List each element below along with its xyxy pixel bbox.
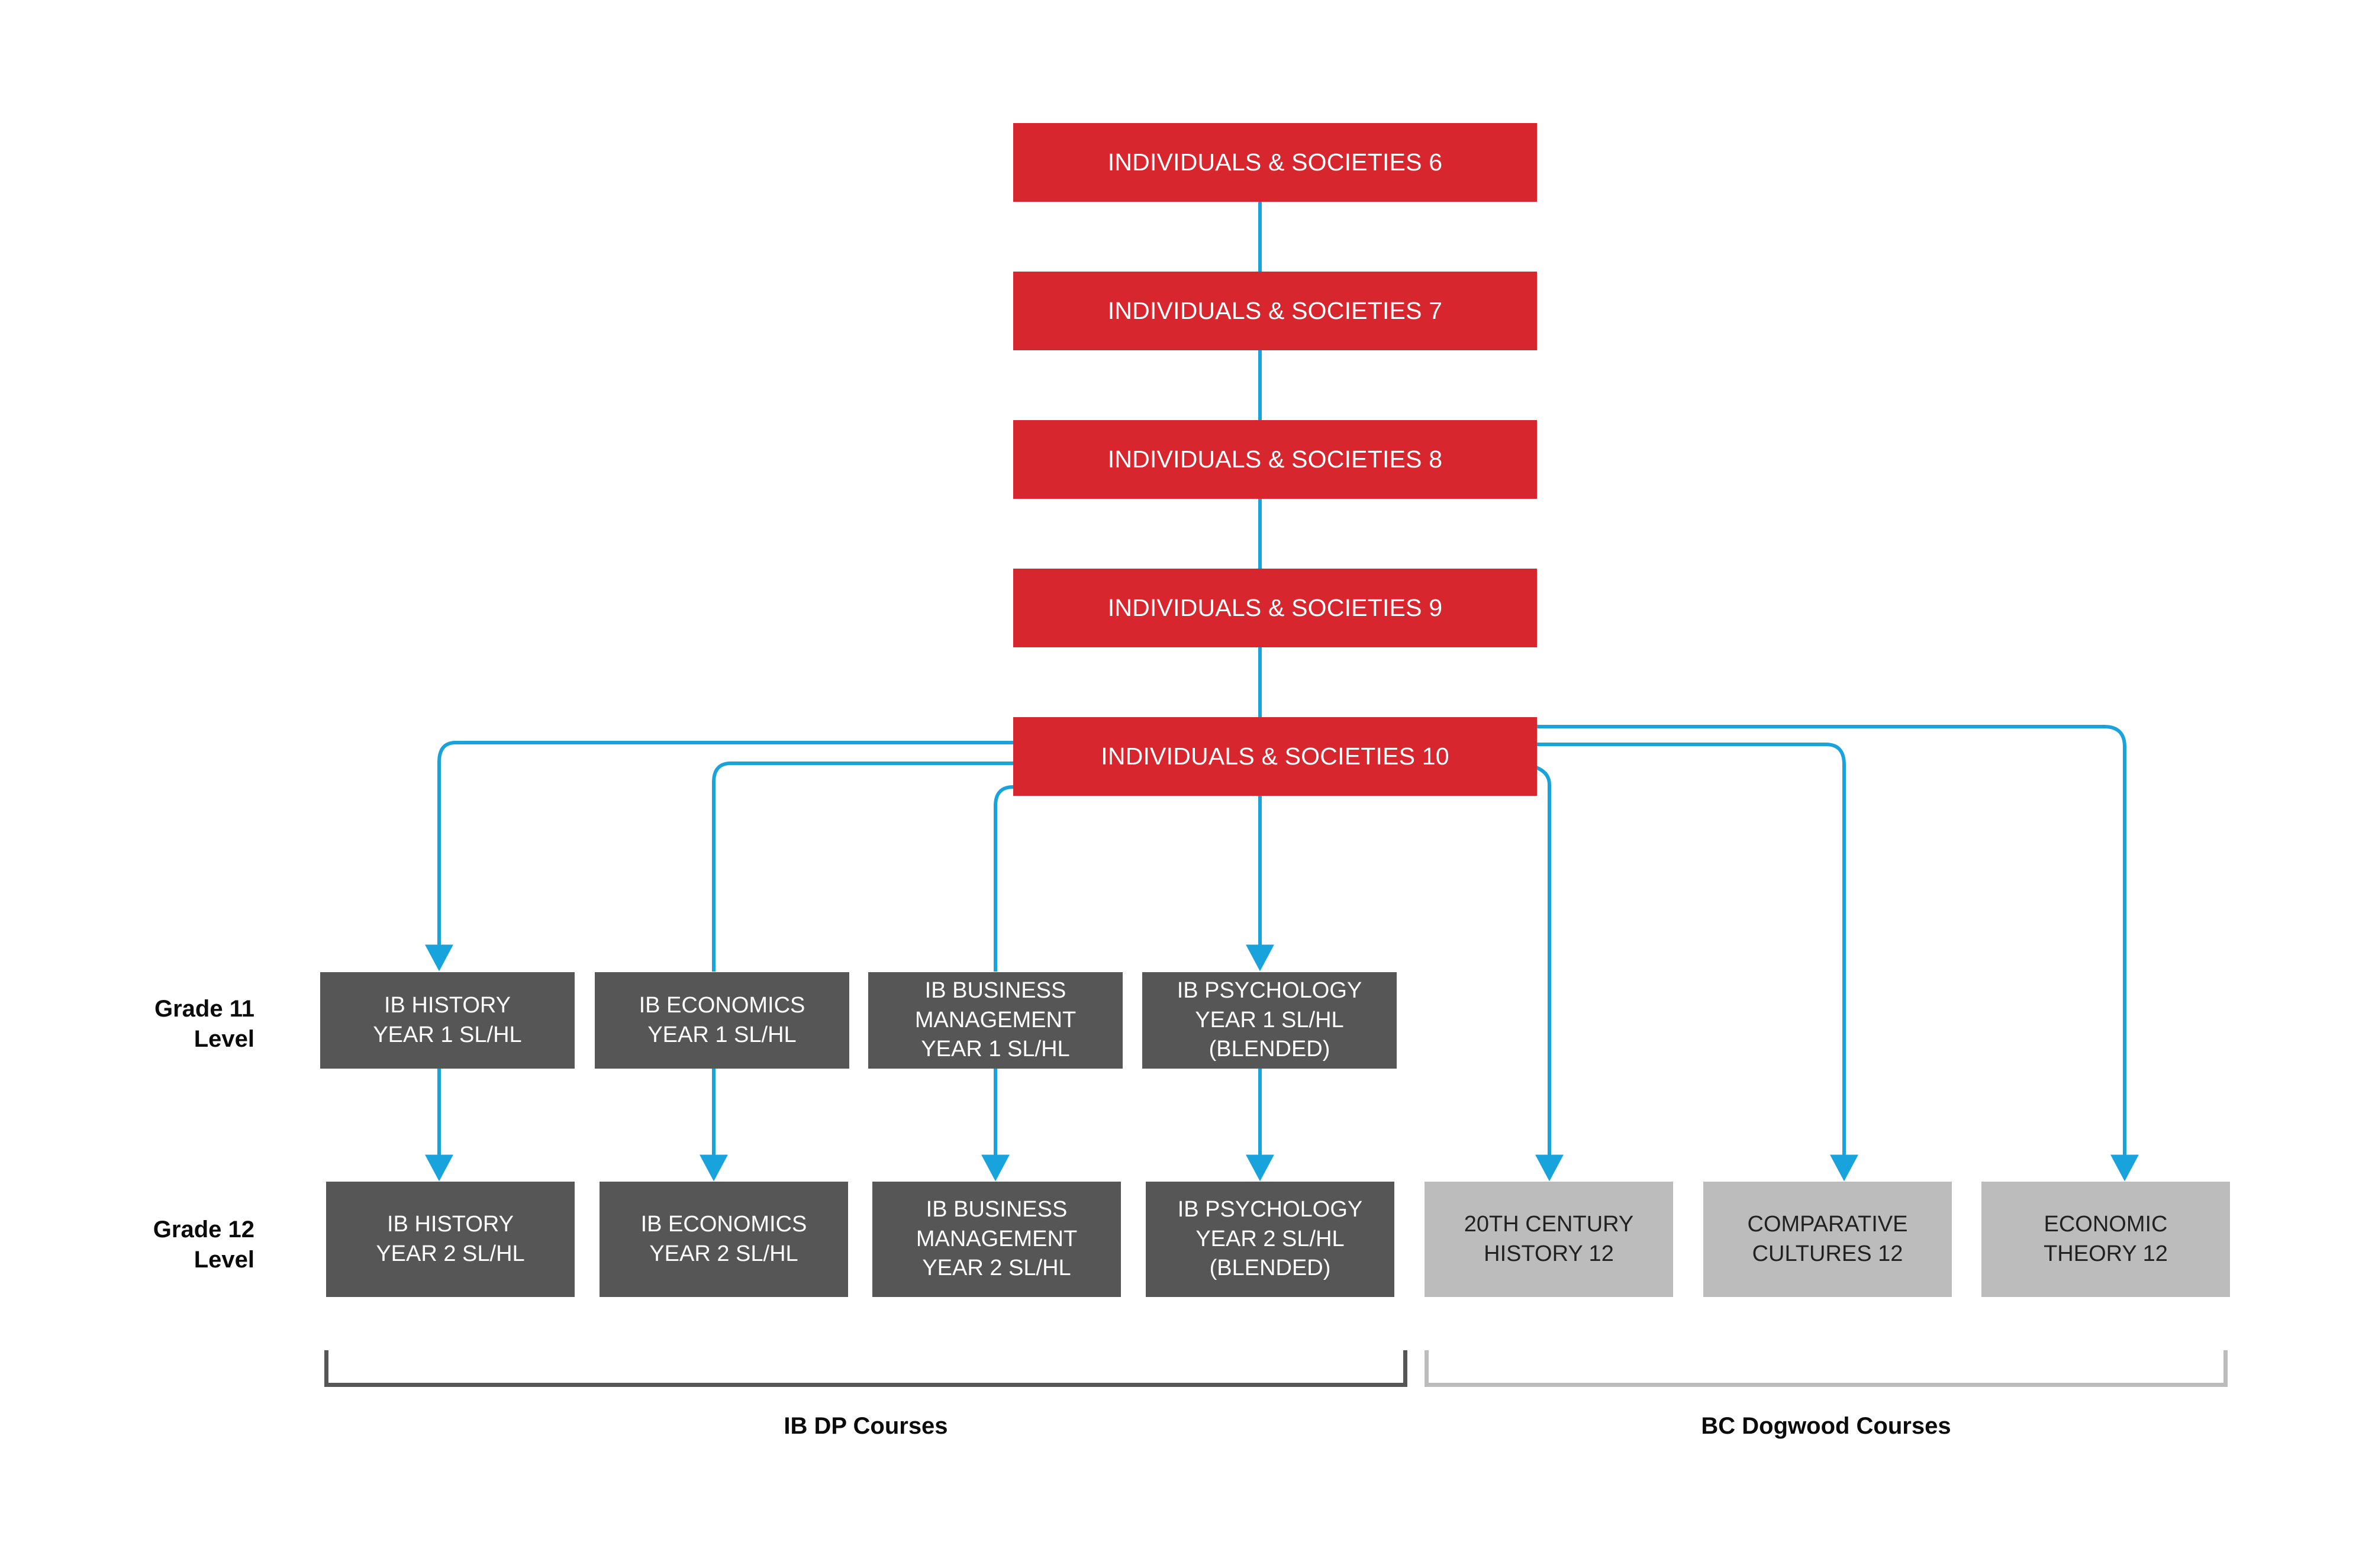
node-individuals-societies-6[interactable]: INDIVIDUALS & SOCIETIES 6 <box>1013 123 1537 202</box>
node-label-line3: (BLENDED) <box>1209 1256 1331 1281</box>
node-individuals-societies-8[interactable]: INDIVIDUALS & SOCIETIES 8 <box>1013 420 1537 499</box>
connector-is10-hist11 <box>425 741 1013 972</box>
node-ib-psychology-year-2[interactable]: IB PSYCHOLOGY YEAR 2 SL/HL (BLENDED) <box>1146 1182 1394 1297</box>
node-individuals-societies-9[interactable]: INDIVIDUALS & SOCIETIES 9 <box>1013 569 1537 647</box>
node-label-line3: YEAR 2 SL/HL <box>922 1256 1071 1281</box>
node-label-line2: YEAR 2 SL/HL <box>649 1241 798 1266</box>
node-ib-economics-year-1[interactable]: IB ECONOMICS YEAR 1 SL/HL <box>595 972 849 1069</box>
node-label-line2: CULTURES 12 <box>1752 1241 1903 1266</box>
node-label-line2: MANAGEMENT <box>916 1226 1078 1251</box>
node-label-line1: IB BUSINESS <box>924 978 1066 1004</box>
node-label: INDIVIDUALS & SOCIETIES 9 <box>1107 593 1443 621</box>
node-label-line1: COMPARATIVE <box>1747 1212 1908 1237</box>
node-ib-business-management-year-1[interactable]: IB BUSINESS MANAGEMENT YEAR 1 SL/HL <box>868 972 1123 1069</box>
connector-is10-busi11 <box>994 785 1014 972</box>
node-label-line3: YEAR 1 SL/HL <box>921 1037 1070 1062</box>
group-caption-ib-dp-courses: IB DP Courses <box>784 1413 948 1439</box>
node-label-line2: MANAGEMENT <box>914 1007 1077 1033</box>
node-label-line1: IB ECONOMICS <box>640 1212 807 1237</box>
node-label: INDIVIDUALS & SOCIETIES 10 <box>1101 742 1449 770</box>
row-label-line2: Level <box>194 1247 254 1273</box>
node-label-line1: 20TH CENTURY <box>1464 1212 1634 1237</box>
node-label-line1: IB HISTORY <box>384 993 511 1018</box>
node-label-line1: ECONOMIC <box>2044 1212 2168 1237</box>
node-ib-history-year-1[interactable]: IB HISTORY YEAR 1 SL/HL <box>320 972 575 1069</box>
node-label: INDIVIDUALS & SOCIETIES 8 <box>1107 445 1443 473</box>
node-label-line2: YEAR 1 SL/HL <box>647 1022 797 1047</box>
node-label-line1: IB HISTORY <box>387 1212 514 1237</box>
row-label-grade-12: Grade 12 Level <box>107 1215 254 1275</box>
row-label-line1: Grade 12 <box>153 1217 254 1243</box>
node-label-line2: HISTORY 12 <box>1484 1241 1614 1266</box>
node-label: INDIVIDUALS & SOCIETIES 7 <box>1107 296 1443 324</box>
node-label-line2: YEAR 1 SL/HL <box>1195 1007 1344 1033</box>
node-comparative-cultures-12[interactable]: COMPARATIVE CULTURES 12 <box>1703 1182 1952 1297</box>
node-label-line2: YEAR 2 SL/HL <box>1195 1226 1345 1251</box>
row-label-line2: Level <box>194 1026 254 1053</box>
node-label-line2: YEAR 1 SL/HL <box>373 1022 522 1047</box>
row-label-grade-11: Grade 11 Level <box>107 994 254 1054</box>
bracket-ib-dp-courses <box>324 1350 1407 1387</box>
row-label-line1: Grade 11 <box>154 996 254 1022</box>
node-label-line1: IB ECONOMICS <box>639 993 805 1018</box>
node-20th-century-history-12[interactable]: 20TH CENTURY HISTORY 12 <box>1425 1182 1673 1297</box>
node-label-line1: IB BUSINESS <box>926 1197 1068 1222</box>
node-economic-theory-12[interactable]: ECONOMIC THEORY 12 <box>1981 1182 2230 1297</box>
node-label-line2: THEORY 12 <box>2044 1241 2168 1266</box>
node-label: INDIVIDUALS & SOCIETIES 6 <box>1107 148 1443 176</box>
node-ib-psychology-year-1[interactable]: IB PSYCHOLOGY YEAR 1 SL/HL (BLENDED) <box>1142 972 1397 1069</box>
node-individuals-societies-7[interactable]: INDIVIDUALS & SOCIETIES 7 <box>1013 272 1537 350</box>
connector-is10-hist20c <box>1506 762 1564 1182</box>
connector-is10-econthy <box>1507 725 2139 1182</box>
node-individuals-societies-10[interactable]: INDIVIDUALS & SOCIETIES 10 <box>1013 717 1537 796</box>
node-label-line1: IB PSYCHOLOGY <box>1177 978 1362 1004</box>
bracket-bc-dogwood-courses <box>1425 1350 2228 1387</box>
group-caption-bc-dogwood-courses: BC Dogwood Courses <box>1701 1413 1951 1439</box>
node-label-line2: YEAR 2 SL/HL <box>376 1241 525 1266</box>
node-ib-history-year-2[interactable]: IB HISTORY YEAR 2 SL/HL <box>326 1182 575 1297</box>
connector-is10-econ11 <box>712 762 1013 972</box>
connector-is10-compcul <box>1507 743 1858 1182</box>
node-ib-business-management-year-2[interactable]: IB BUSINESS MANAGEMENT YEAR 2 SL/HL <box>872 1182 1121 1297</box>
node-label-line1: IB PSYCHOLOGY <box>1177 1197 1363 1222</box>
node-ib-economics-year-2[interactable]: IB ECONOMICS YEAR 2 SL/HL <box>600 1182 848 1297</box>
node-label-line3: (BLENDED) <box>1208 1037 1330 1062</box>
